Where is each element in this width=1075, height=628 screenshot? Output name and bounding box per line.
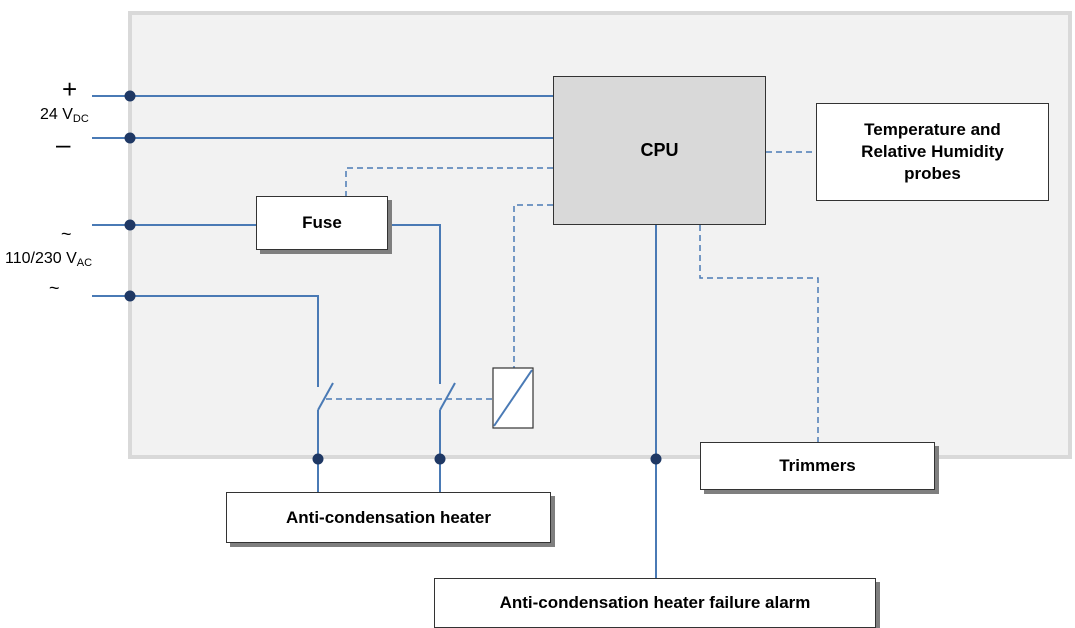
plus-label: + (62, 74, 78, 104)
terminal-node (650, 453, 662, 465)
switch2-contact (439, 382, 456, 411)
heater-label: Anti-condensation heater (286, 507, 491, 527)
terminal-node (124, 290, 136, 302)
alarm-box: Anti-condensation heater failure alarm (434, 578, 876, 628)
probes-box: Temperature and Relative Humidity probes (816, 103, 1049, 201)
dc-voltage-label: 24 VDC (40, 106, 89, 125)
ac-voltage-value: 110/230 V (5, 250, 77, 267)
terminal-node (124, 132, 136, 144)
cpu-label: CPU (640, 140, 679, 160)
dc-voltage-value: 24 V (40, 106, 73, 123)
terminal-node (312, 453, 324, 465)
heater-box: Anti-condensation heater (226, 492, 551, 543)
fuse-box: Fuse (256, 196, 388, 250)
trimmers-label: Trimmers (779, 456, 856, 475)
probes-label-line2: Relative Humidity (861, 142, 1004, 161)
terminal-node (434, 453, 446, 465)
tilde-bottom-label: ~ (49, 278, 60, 298)
fuse-label: Fuse (302, 213, 342, 232)
cpu-relay-signal (513, 204, 553, 368)
terminal-node (124, 219, 136, 231)
cpu-fuse-signal (345, 167, 553, 196)
trimmers-box: Trimmers (700, 442, 935, 490)
dc-voltage-suffix: DC (72, 113, 89, 125)
cpu-trimmers-signal (699, 225, 819, 442)
minus-label: – (56, 129, 71, 159)
tilde-top-label: ~ (61, 224, 72, 244)
switch1-contact (317, 382, 334, 411)
cpu-box: CPU (553, 76, 766, 225)
alarm-label: Anti-condensation heater failure alarm (499, 593, 811, 612)
relay-coil-icon (492, 367, 534, 429)
ac-line2-wire (92, 295, 319, 384)
ac-voltage-label: 110/230 VAC (5, 250, 92, 269)
terminal-node (124, 90, 136, 102)
fuse-output-wire (388, 224, 441, 384)
ac-voltage-suffix: AC (76, 257, 93, 269)
probes-label-line1: Temperature and (864, 120, 1001, 139)
probes-label-line3: probes (904, 164, 961, 183)
